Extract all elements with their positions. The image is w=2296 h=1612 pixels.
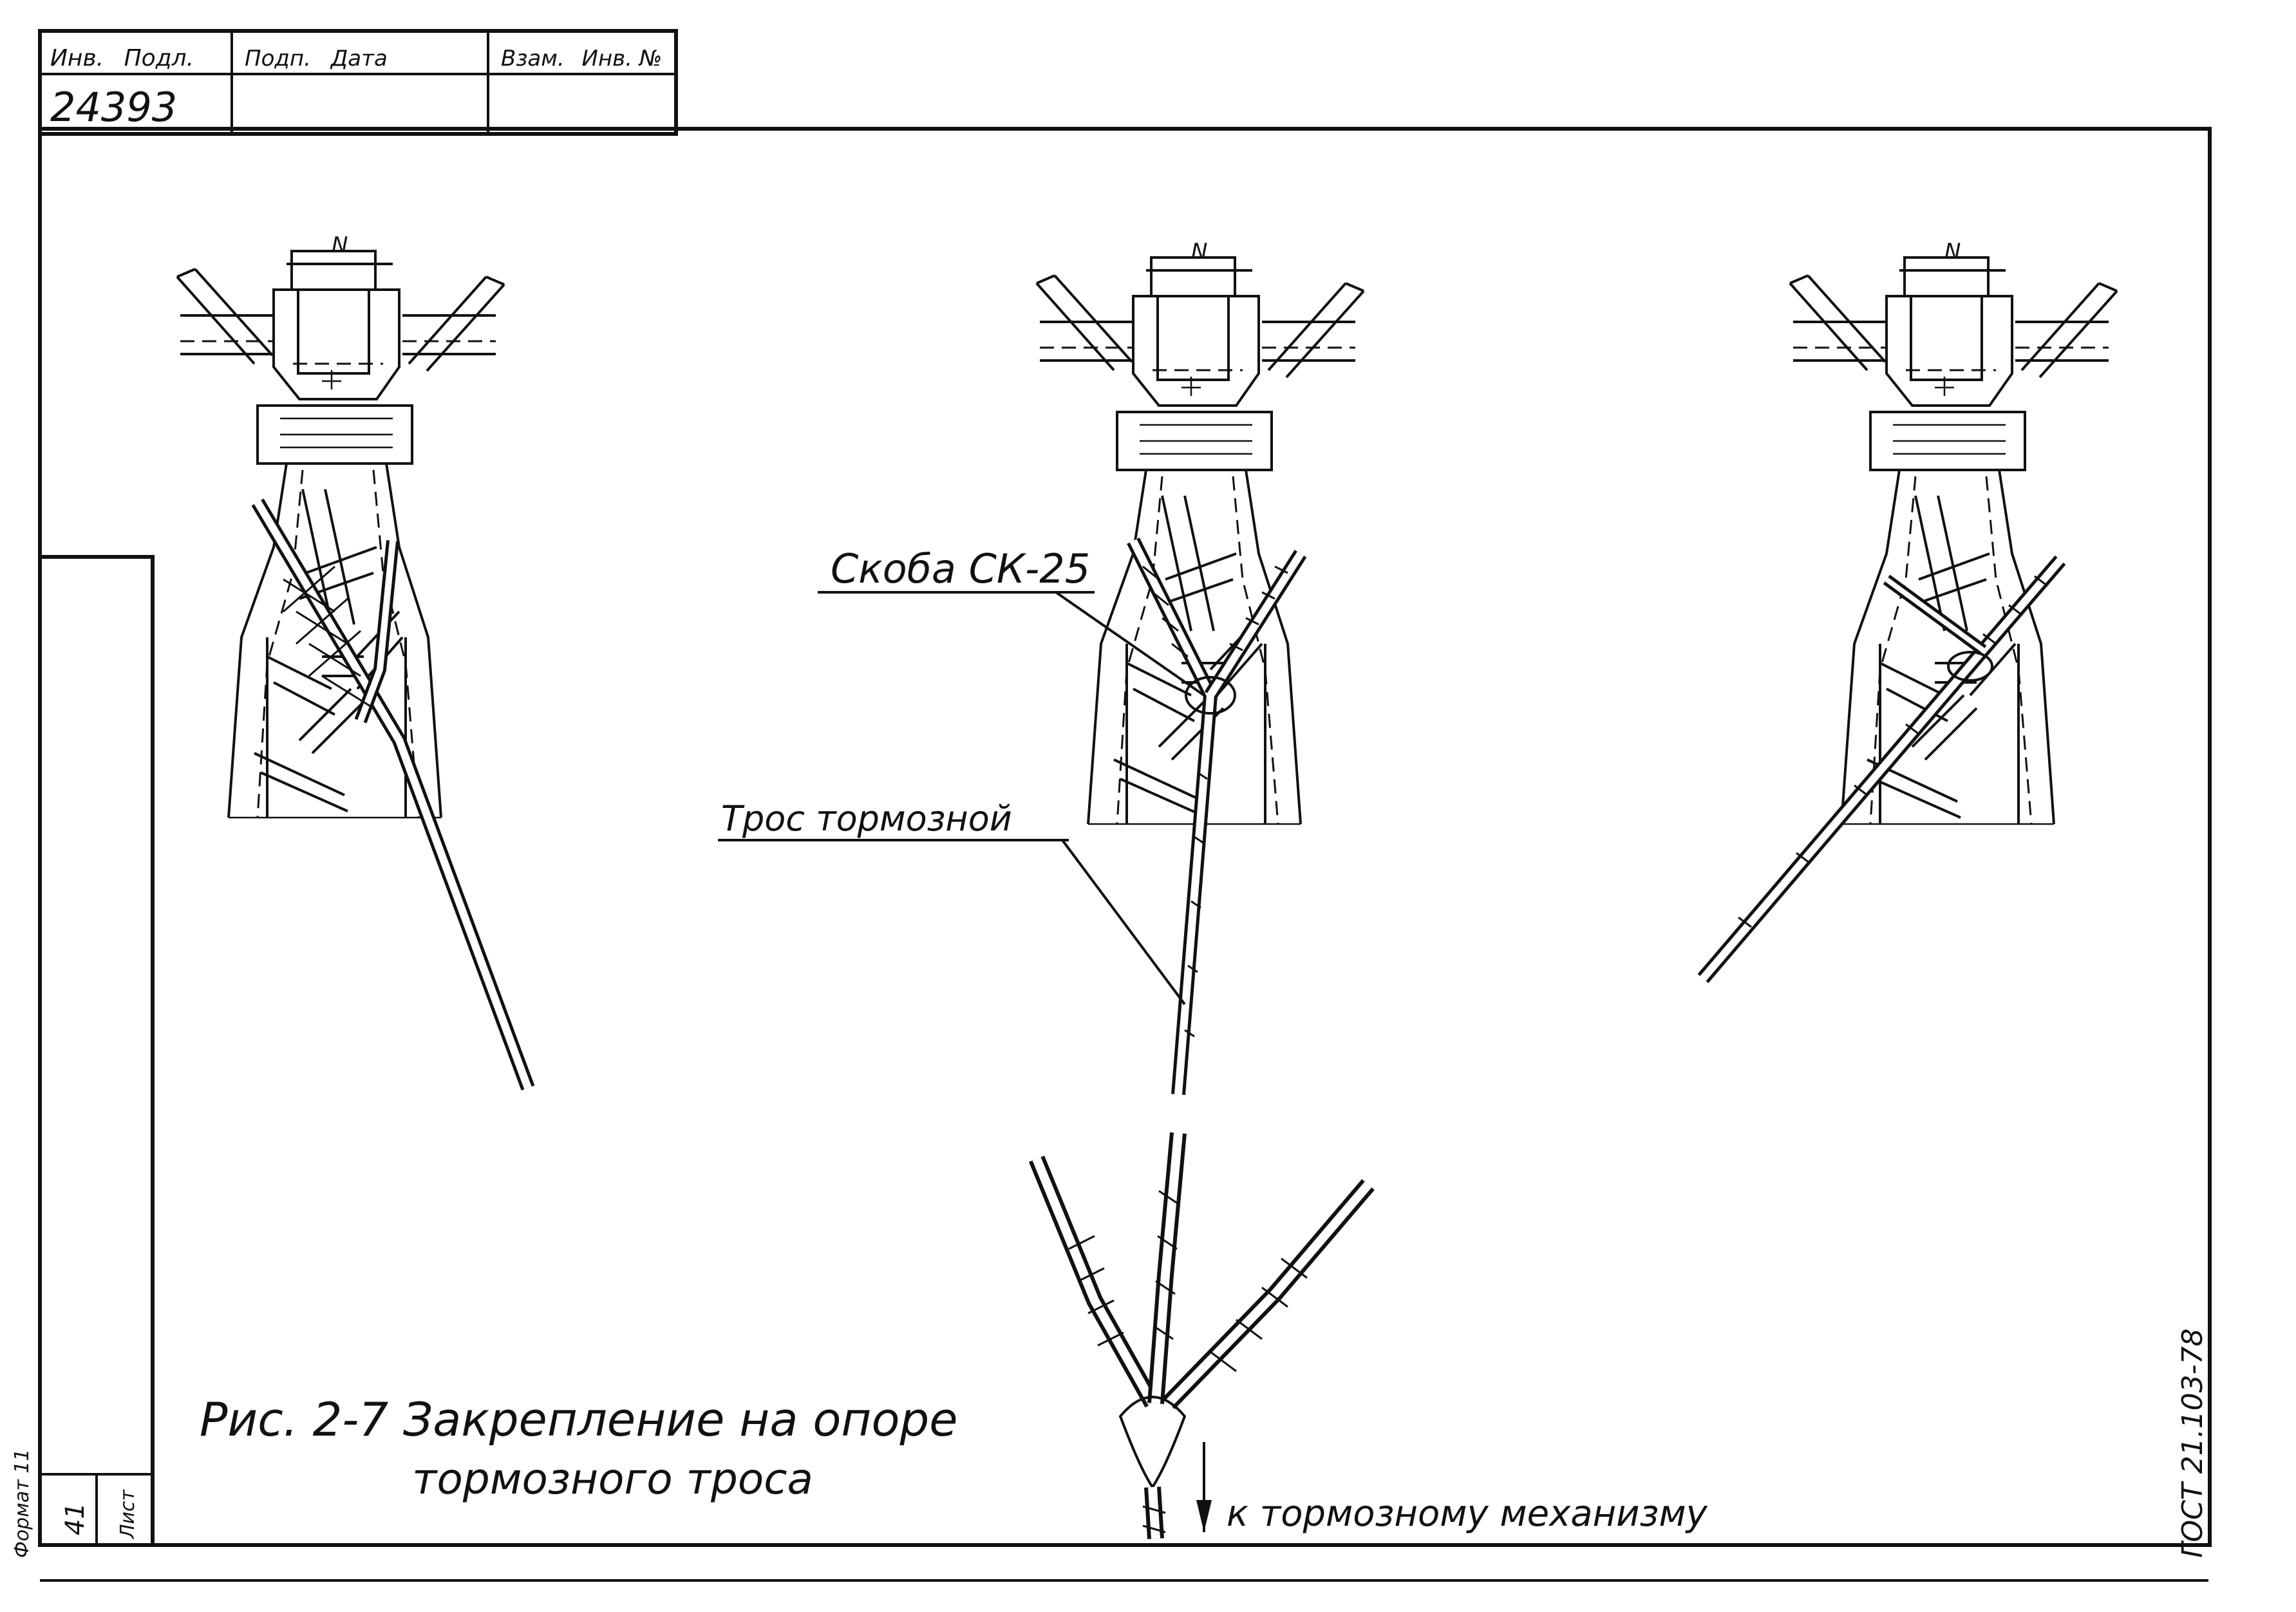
stamp-data-label: Дата	[330, 46, 388, 71]
tower-center: N	[1035, 239, 1365, 825]
svg-text:Инв. Подл.: Инв. Подл.	[50, 45, 194, 71]
down-arrow-icon	[1196, 1442, 1212, 1532]
tower-left: N	[176, 232, 505, 819]
stamp-inv-no-label: Инв. №	[582, 46, 663, 71]
sheet-number: 41	[61, 1503, 90, 1535]
tower-right-marker: N	[1944, 239, 1961, 265]
tower-left-marker: N	[332, 232, 348, 258]
arrow-callout: к тормозному механизму	[1227, 1493, 1708, 1535]
svg-text:Подп. Дата: Подп. Дата	[245, 46, 388, 71]
bracket-callout: Скоба СК-25	[831, 545, 1090, 592]
figure-caption-line2: тормозного троса	[412, 1454, 813, 1504]
document-code: ГОСТ 21.103-78	[2176, 1328, 2209, 1558]
side-block: 41 Лист	[38, 555, 155, 1547]
inventory-stamp: Инв. Подл. Подп. Дата Взам. Инв. № 24393	[38, 29, 678, 136]
svg-text:Взам. Инв. №: Взам. Инв. №	[501, 46, 662, 71]
callout-leaders	[718, 591, 1205, 1006]
figure-caption-line1: Рис. 2-7 Закрепление на опоре	[200, 1392, 958, 1447]
rope-left	[251, 498, 535, 1091]
rope-center	[1127, 538, 1307, 1095]
format-text: Формат 11	[11, 1449, 33, 1558]
stamp-podp-label: Подп.	[245, 46, 311, 71]
stamp-inv-number: 24393	[50, 84, 177, 131]
stamp-vzam-label: Взам.	[501, 46, 565, 71]
rope-detail	[1028, 1132, 1375, 1539]
stamp-pod-label: Подл.	[124, 45, 194, 71]
main-frame	[38, 127, 2212, 1547]
stamp-inv-label: Инв.	[50, 45, 104, 71]
tower-center-marker: N	[1191, 239, 1207, 265]
rope-callout: Трос тормозной	[721, 798, 1012, 839]
rope-right	[1697, 555, 2066, 984]
sheet-label: Лист	[117, 1488, 139, 1539]
tower-right: N	[1789, 239, 2118, 825]
